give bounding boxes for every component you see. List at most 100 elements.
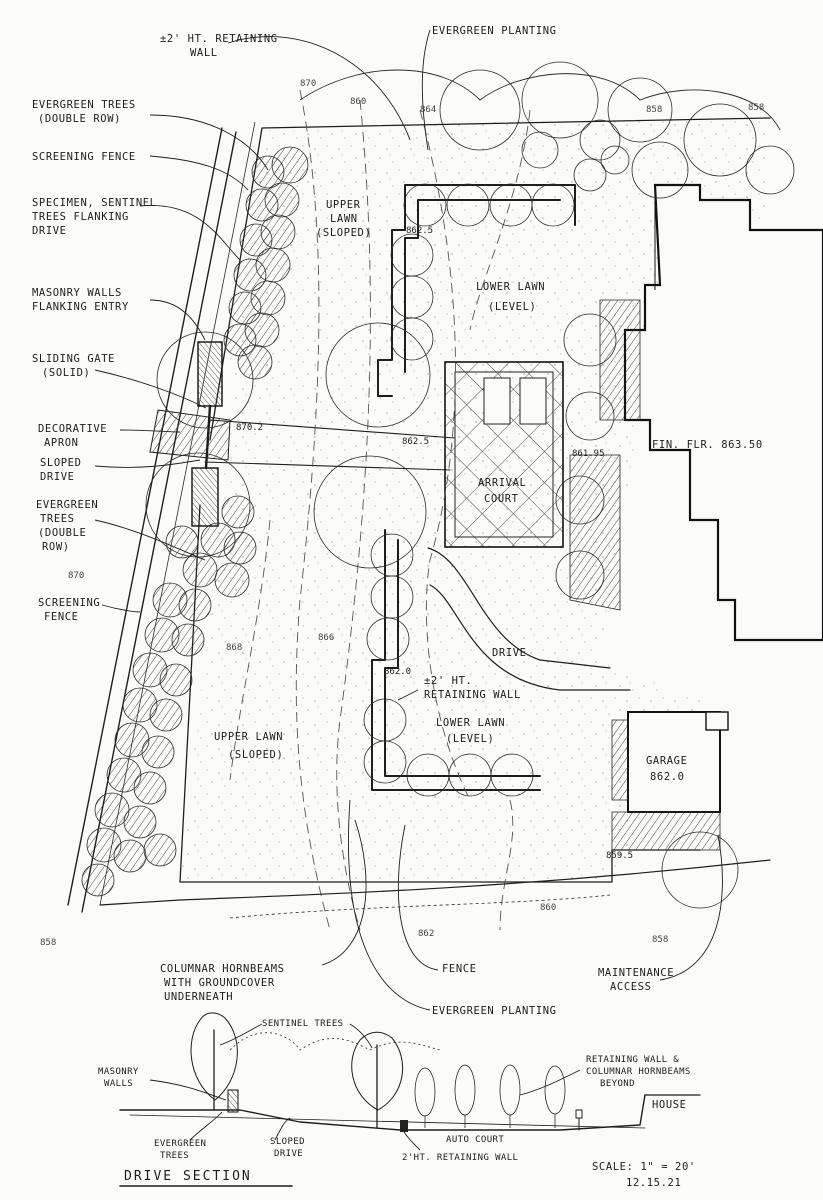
label-screening-fence-top: SCREENING FENCE <box>32 151 136 163</box>
section-label-retaining-wall-2ft: 2'HT. RETAINING WALL <box>402 1153 518 1163</box>
section-sentinel-tree-right <box>351 1031 404 1129</box>
label-lower-lawn-north-2: (LEVEL) <box>488 301 536 313</box>
label-evergreen-trees-lower-4: ROW) <box>42 541 70 553</box>
section-label-auto-court: AUTO COURT <box>446 1135 504 1145</box>
label-evergreen-trees-top-2: (DOUBLE ROW) <box>38 113 121 125</box>
label-fin-floor: FIN. FLR. 863.50 <box>652 439 763 451</box>
contour-860a: 860 <box>350 97 366 107</box>
label-screening-fence-lower-2: FENCE <box>44 611 79 623</box>
label-specimen-trees-3: DRIVE <box>32 225 67 237</box>
plan-labels: ±2' HT. RETAINING WALL EVERGREEN PLANTIN… <box>32 25 763 1017</box>
date-note: 12.15.21 <box>626 1177 681 1189</box>
contour-866: 866 <box>318 633 334 643</box>
label-evergreen-trees-lower: EVERGREEN <box>36 499 98 511</box>
label-retaining-wall-mid: ±2' HT. <box>424 675 472 687</box>
evergreen-double-row-upper <box>223 146 309 380</box>
section-sentinel-tree-left <box>190 1012 238 1111</box>
label-garage-2: 862.0 <box>650 771 685 783</box>
scale-note: SCALE: 1" = 20' <box>592 1161 696 1173</box>
elev-862-0: 862.0 <box>384 667 411 677</box>
contour-lines <box>229 89 531 931</box>
elev-862-5-court: 862.5 <box>402 437 429 447</box>
drive-section-title: DRIVE SECTION <box>124 1169 252 1184</box>
label-retaining-wall-top: ±2' HT. RETAINING <box>160 33 278 45</box>
section-label-house: HOUSE <box>652 1099 687 1111</box>
elev-859-5: 859.5 <box>606 851 633 861</box>
label-evergreen-trees-lower-2: TREES <box>40 513 75 525</box>
section-label-sloped-drive: SLOPED <box>270 1137 305 1147</box>
label-decorative-apron-2: APRON <box>44 437 79 449</box>
section-label-retaining-wall-beyond-3: BEYOND <box>600 1079 635 1089</box>
section-label-retaining-wall-beyond-2: COLUMNAR HORNBEAMS <box>586 1067 691 1077</box>
south-tree-rows <box>363 533 534 797</box>
label-upper-lawn-north-2: LAWN <box>330 213 358 225</box>
label-evergreen-trees-lower-3: (DOUBLE <box>38 527 86 539</box>
contour-870b: 870 <box>68 571 84 581</box>
label-arrival-court-2: COURT <box>484 493 519 505</box>
spot-elevations: 870.2 862.5 862.5 861.95 862.0 859.5 <box>236 226 633 861</box>
contour-864: 864 <box>420 105 436 115</box>
contour-868: 868 <box>226 643 242 653</box>
section-label-masonry-walls: MASONRY <box>98 1067 139 1077</box>
elev-861-95: 861.95 <box>572 449 605 459</box>
contour-870: 870 <box>300 79 316 89</box>
house-footprint <box>569 183 823 642</box>
drive-curve <box>427 547 631 691</box>
section-label-retaining-wall-beyond: RETAINING WALL & <box>586 1055 679 1065</box>
contour-858a: 858 <box>646 105 662 115</box>
label-sloped-drive: SLOPED <box>40 457 82 469</box>
label-masonry-walls-2: FLANKING ENTRY <box>32 301 129 313</box>
arrival-court <box>444 361 564 548</box>
fence-south <box>99 859 771 919</box>
elev-862-5: 862.5 <box>406 226 433 236</box>
label-evergreen-trees-top: EVERGREEN TREES <box>32 99 136 111</box>
label-retaining-wall-mid-2: RETAINING WALL <box>424 689 521 701</box>
label-decorative-apron: DECORATIVE <box>38 423 107 435</box>
label-upper-lawn-south: UPPER LAWN <box>214 731 283 743</box>
label-sliding-gate-2: (SOLID) <box>42 367 90 379</box>
section-hornbeams <box>414 1064 566 1128</box>
section-label-sloped-drive-2: DRIVE <box>274 1149 303 1159</box>
label-upper-lawn-north: UPPER <box>326 199 361 211</box>
label-drive: DRIVE <box>492 647 527 659</box>
label-columnar-hornbeams: COLUMNAR HORNBEAMS <box>160 963 285 975</box>
contour-860b: 860 <box>540 903 556 913</box>
label-evergreen-planting-top: EVERGREEN PLANTING <box>432 25 557 37</box>
label-masonry-walls: MASONRY WALLS <box>32 287 122 299</box>
evergreen-double-row-lower <box>81 495 257 897</box>
garage <box>611 711 729 851</box>
evergreen-planting-top <box>299 61 795 199</box>
label-columnar-hornbeams-2: WITH GROUNDCOVER <box>164 977 275 989</box>
specimen-trees <box>145 313 739 909</box>
leader-lines <box>94 29 723 1011</box>
title-block: DRIVE SECTION SCALE: 1" = 20' 12.15.21 <box>124 1161 696 1189</box>
section-label-evergreen-trees-2: TREES <box>160 1151 189 1161</box>
label-sloped-drive-2: DRIVE <box>40 471 75 483</box>
label-lower-lawn-north: LOWER LAWN <box>476 281 545 293</box>
label-garage: GARAGE <box>646 755 688 767</box>
label-maintenance-access: MAINTENANCE <box>598 967 674 979</box>
contour-858c: 858 <box>40 938 56 948</box>
label-columnar-hornbeams-3: UNDERNEATH <box>164 991 233 1003</box>
label-maintenance-access-2: ACCESS <box>610 981 652 993</box>
site-perimeter <box>179 117 771 883</box>
section-label-sentinel-trees: SENTINEL TREES <box>262 1019 343 1029</box>
label-lower-lawn-south: LOWER LAWN <box>436 717 505 729</box>
contour-858d: 858 <box>652 935 668 945</box>
section-labels: SENTINEL TREES MASONRY WALLS RETAINING W… <box>98 1019 691 1163</box>
section-label-evergreen-trees: EVERGREEN <box>154 1139 206 1149</box>
section-label-masonry-walls-2: WALLS <box>104 1079 133 1089</box>
label-upper-lawn-south-2: (SLOPED) <box>228 749 283 761</box>
section-lamp-post <box>575 1109 583 1131</box>
label-fence: FENCE <box>442 963 477 975</box>
label-retaining-wall-top-2: WALL <box>190 47 218 59</box>
elev-870-2: 870.2 <box>236 423 263 433</box>
label-evergreen-planting-bottom: EVERGREEN PLANTING <box>432 1005 557 1017</box>
label-specimen-trees-2: TREES FLANKING <box>32 211 129 223</box>
label-arrival-court: ARRIVAL <box>478 477 526 489</box>
masonry-walls <box>191 341 223 527</box>
north-tree-row <box>390 183 575 361</box>
label-specimen-trees: SPECIMEN, SENTINEL <box>32 197 157 209</box>
